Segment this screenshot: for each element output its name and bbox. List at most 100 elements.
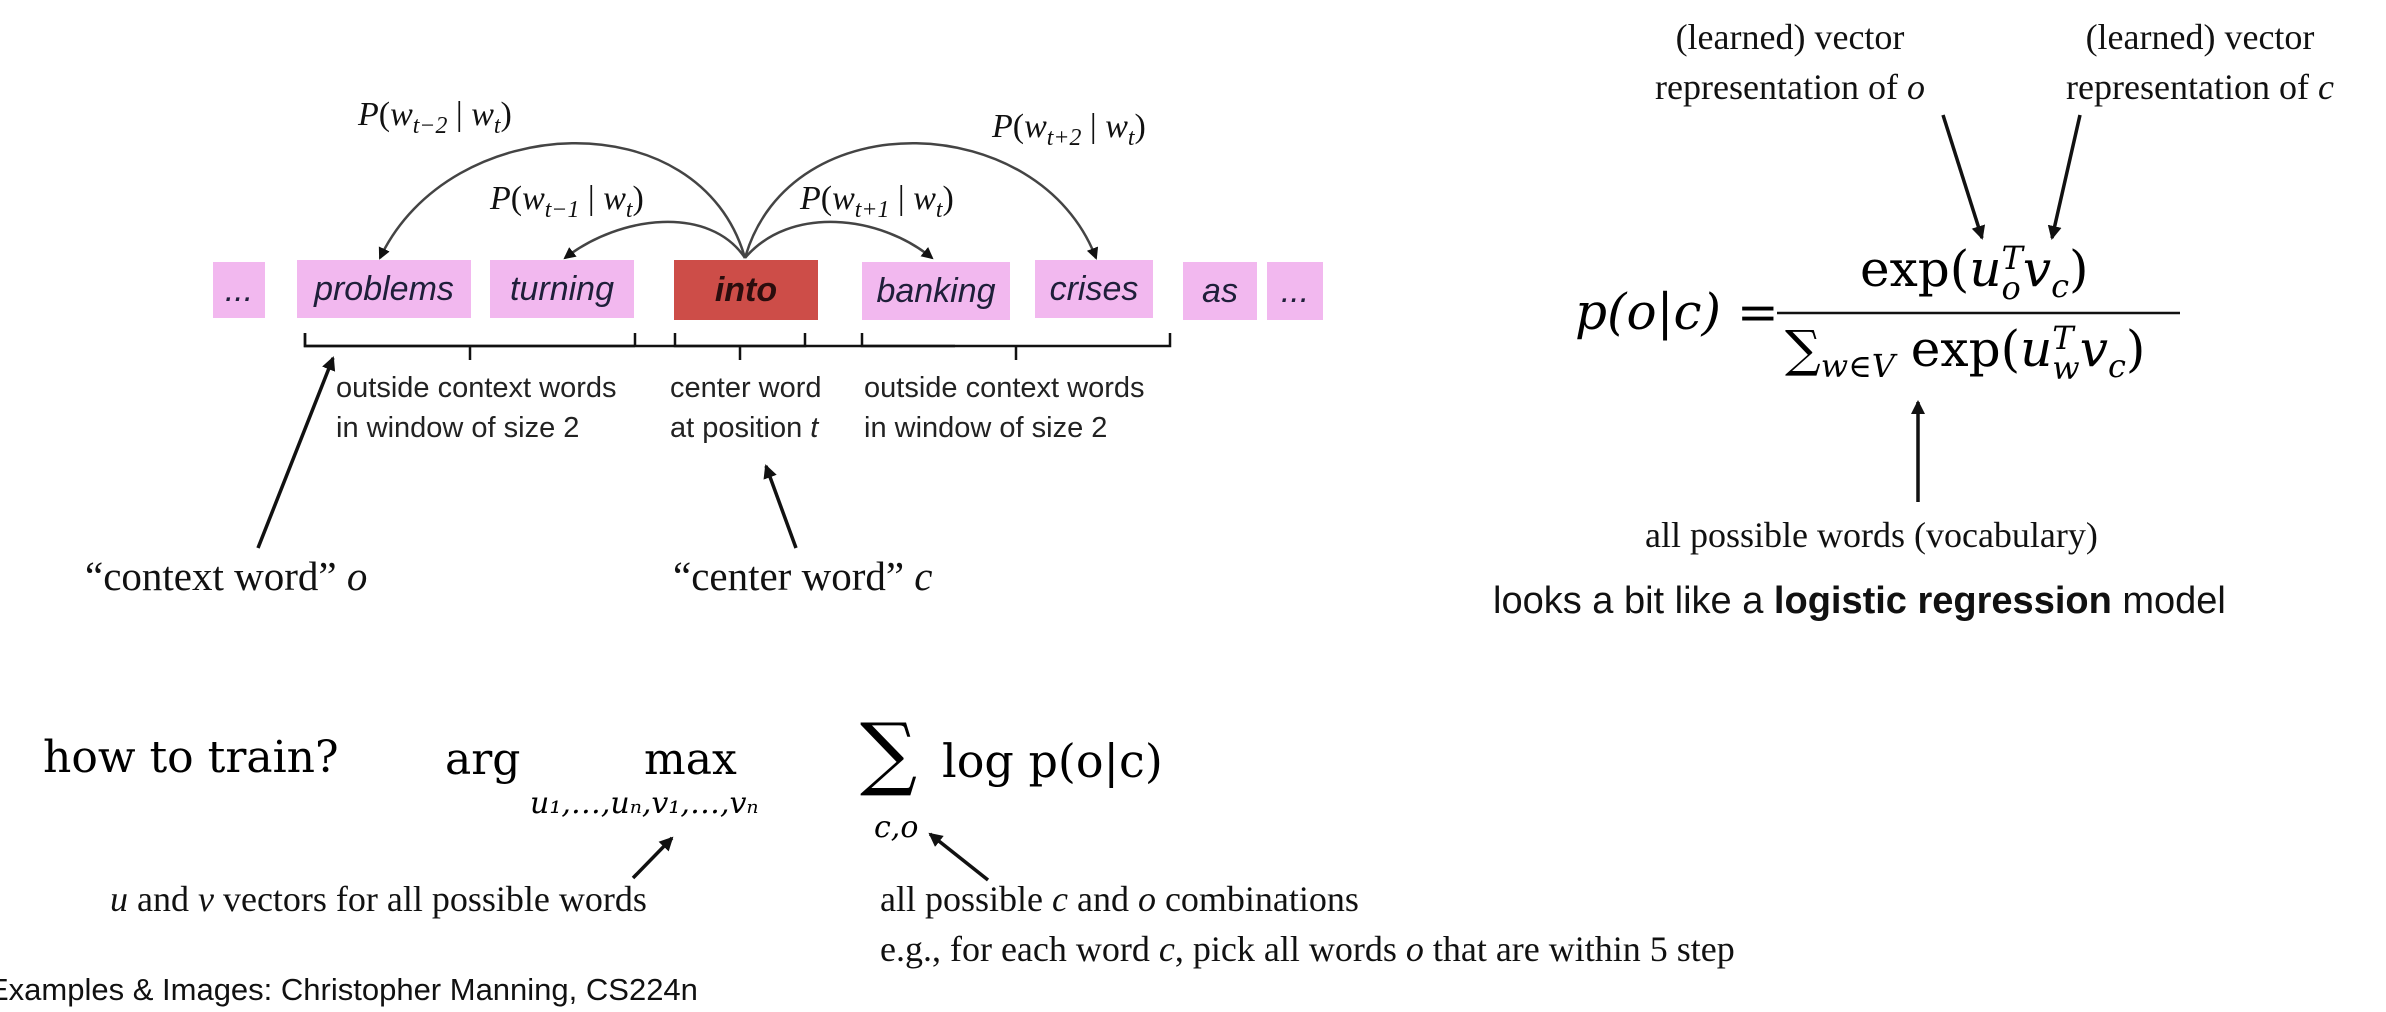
anno-text: all possible: [880, 879, 1052, 919]
max-sub-text: u₁,…,uₙ,v₁,…,vₙ: [530, 786, 759, 821]
training-sum: ∑: [860, 708, 917, 798]
label-text: “context word”: [85, 553, 337, 599]
sum-sub-text: c,o: [874, 810, 919, 845]
word-box-turning: turning: [490, 260, 634, 318]
annotation-combinations: all possible c and o combinations e.g., …: [880, 874, 1735, 974]
caption-left-context: outside context words in window of size …: [336, 368, 616, 448]
arrow-uv: [631, 836, 674, 880]
anno-text: representation of: [2066, 67, 2318, 107]
anno-text: all possible words (vocabulary): [1645, 515, 2098, 555]
u-var: u: [110, 879, 128, 919]
o-var: o: [1405, 929, 1424, 969]
word-box-as: as: [1183, 262, 1257, 320]
training-sum-sub: c,o: [874, 810, 918, 845]
anno-line: all possible c and o combinations: [880, 874, 1735, 924]
caption-line: outside context words: [336, 372, 617, 404]
u-var: u: [2020, 320, 2053, 378]
prob-t-plus-1: P(wt+1 | wt): [800, 180, 954, 223]
training-objective: log p(o|c): [942, 734, 1163, 788]
prob-sub: t+2: [1046, 124, 1082, 151]
prob-sub: t+1: [854, 196, 890, 223]
arc-t-plus-2: [743, 142, 1099, 260]
v-var: v: [2079, 320, 2108, 378]
c-var: c: [1051, 879, 1068, 919]
arrow-combos: [928, 832, 990, 882]
annotation-logistic-regression: looks a bit like a logistic regression m…: [1493, 580, 2226, 623]
caption-right-context: outside context words in window of size …: [864, 368, 1144, 448]
prob-given: w: [913, 180, 936, 217]
prob-t-minus-1: P(wt−1 | wt): [490, 180, 644, 223]
word-box-problems: problems: [297, 260, 471, 318]
word-text: as: [1202, 271, 1238, 310]
word-text: ...: [1280, 271, 1310, 310]
prob-var: w: [390, 96, 413, 133]
arg-text: arg: [445, 734, 521, 785]
arc-t-minus-1: [563, 220, 747, 260]
anno-text: , pick all words: [1174, 929, 1406, 969]
arrow-center-word: [763, 464, 798, 549]
caption-text: at position: [670, 412, 811, 444]
caption-line: outside context words: [864, 372, 1145, 404]
exp-text: exp(: [1894, 320, 2021, 378]
objective-text: log p(o|c): [942, 734, 1163, 788]
sum-symbol: ∑: [1785, 320, 1821, 378]
training-max-sub: u₁,…,uₙ,v₁,…,vₙ: [530, 786, 759, 821]
word-box-banking: banking: [862, 262, 1010, 320]
anno-line: representation of c: [2030, 62, 2370, 112]
anno-line: representation of o: [1620, 62, 1960, 112]
prob-sub: t−2: [412, 112, 448, 139]
training-question: how to train?: [43, 732, 339, 783]
sum-sub: w∈V: [1820, 347, 1895, 385]
anno-text: combinations: [1155, 879, 1359, 919]
c-var: c: [1158, 929, 1175, 969]
training-arg: arg: [445, 734, 520, 785]
prob-given: w: [471, 96, 494, 133]
word-box-ellipsis-left: ...: [213, 262, 265, 318]
logreg-bold: logistic regression: [1773, 580, 2112, 622]
prob-symbol: P: [358, 96, 379, 133]
word-text: ...: [224, 270, 254, 309]
prob-given: w: [603, 180, 626, 217]
caption-line: in window of size 2: [336, 412, 580, 444]
word-box-crises: crises: [1035, 260, 1153, 318]
prob-symbol: P: [992, 108, 1013, 145]
formula-lhs: p(o|c) =: [1575, 283, 1779, 341]
prob-given: w: [1105, 108, 1128, 145]
credit-text: Examples & Images: Christopher Manning, …: [0, 972, 698, 1007]
bracket-center-shape: [673, 333, 807, 360]
u-var: u: [1969, 240, 2002, 298]
prob-var: w: [1024, 108, 1047, 145]
transpose: T: [2001, 239, 2023, 277]
word-text: crises: [1049, 269, 1139, 308]
exp-text: exp(: [1860, 240, 1970, 298]
anno-line: (learned) vector: [1675, 17, 1905, 57]
bracket-right-shape: [860, 333, 1172, 360]
anno-var: o: [1906, 67, 1925, 107]
prob-given-sub: t: [625, 196, 633, 223]
o-var: o: [1137, 879, 1156, 919]
anno-text: vectors for all possible words: [213, 879, 647, 919]
prob-given-sub: t: [1127, 124, 1135, 151]
v-var: v: [197, 879, 214, 919]
prob-given-sub: t: [493, 112, 501, 139]
arrow-context-word: [256, 356, 336, 549]
anno-text: that are within 5 step: [1423, 929, 1735, 969]
caption-line: center word: [670, 372, 822, 404]
annotation-vector-c: (learned) vector representation of c: [2030, 12, 2370, 112]
label-center-word: “center word” c: [673, 552, 933, 600]
prob-symbol: P: [800, 180, 821, 217]
anno-text: representation of: [1655, 67, 1907, 107]
label-text: “center word”: [673, 553, 905, 599]
prob-symbol: P: [490, 180, 511, 217]
bracket-left: [303, 333, 955, 348]
logreg-prefix: looks a bit like a: [1493, 580, 1774, 622]
close-paren: ): [2125, 320, 2146, 378]
prob-var: w: [832, 180, 855, 217]
question-text: how to train?: [43, 732, 339, 783]
sum-symbol: ∑: [860, 706, 918, 799]
prob-t-plus-2: P(wt+2 | wt): [992, 108, 1146, 151]
